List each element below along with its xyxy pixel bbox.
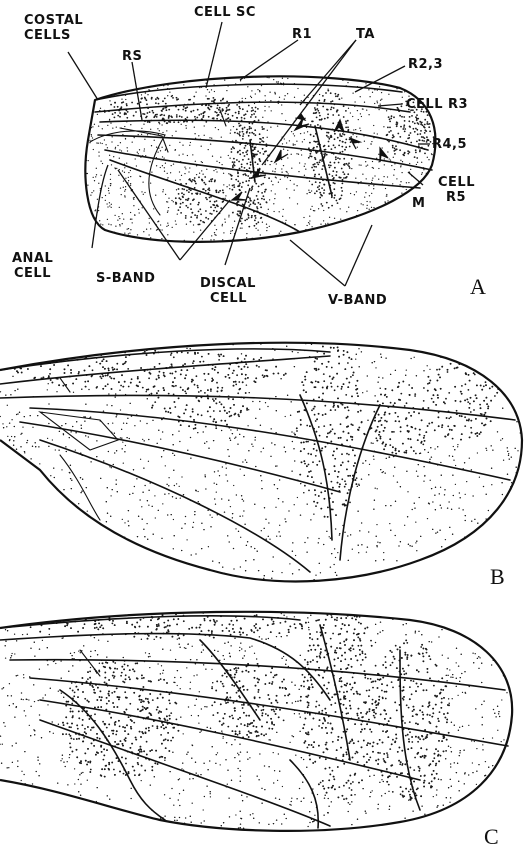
panel-letter-c: C	[484, 824, 499, 849]
label-cell-sc: CELL SC	[194, 5, 256, 20]
label-m: M	[412, 196, 425, 211]
panel-c: C	[0, 605, 515, 849]
label-r45: R4,5	[432, 137, 467, 152]
wing-a-shading	[82, 69, 443, 250]
label-v-band: V-BAND	[328, 293, 387, 308]
label-r23: R2,3	[408, 57, 443, 72]
panel-a: COSTAL CELLS CELL SC R1 TA RS R2,3 CELL …	[12, 5, 486, 308]
label-cell-r5-1: CELL	[438, 175, 475, 190]
label-costal-cells-1: COSTAL	[24, 13, 83, 28]
panel-letter-a: A	[470, 274, 486, 299]
wing-a-outline	[85, 76, 435, 242]
label-cell-r3: CELL R3	[406, 97, 468, 112]
panel-b: B	[0, 337, 525, 590]
label-r1: R1	[292, 27, 312, 42]
label-discal-cell-2: CELL	[210, 291, 247, 306]
label-costal-cells-2: CELLS	[24, 28, 71, 43]
label-discal-cell-1: DISCAL	[200, 276, 256, 291]
label-ta: TA	[356, 27, 375, 42]
label-anal-cell-1: ANAL	[12, 251, 53, 266]
label-rs: RS	[122, 49, 142, 64]
label-s-band: S-BAND	[96, 271, 155, 286]
labels-a: COSTAL CELLS CELL SC R1 TA RS R2,3 CELL …	[12, 5, 475, 308]
label-anal-cell-2: CELL	[14, 266, 51, 281]
wing-b-outline	[0, 343, 522, 582]
panel-letter-b: B	[490, 564, 505, 589]
wing-b-veins	[0, 349, 515, 572]
label-cell-r5-2: R5	[446, 190, 466, 205]
